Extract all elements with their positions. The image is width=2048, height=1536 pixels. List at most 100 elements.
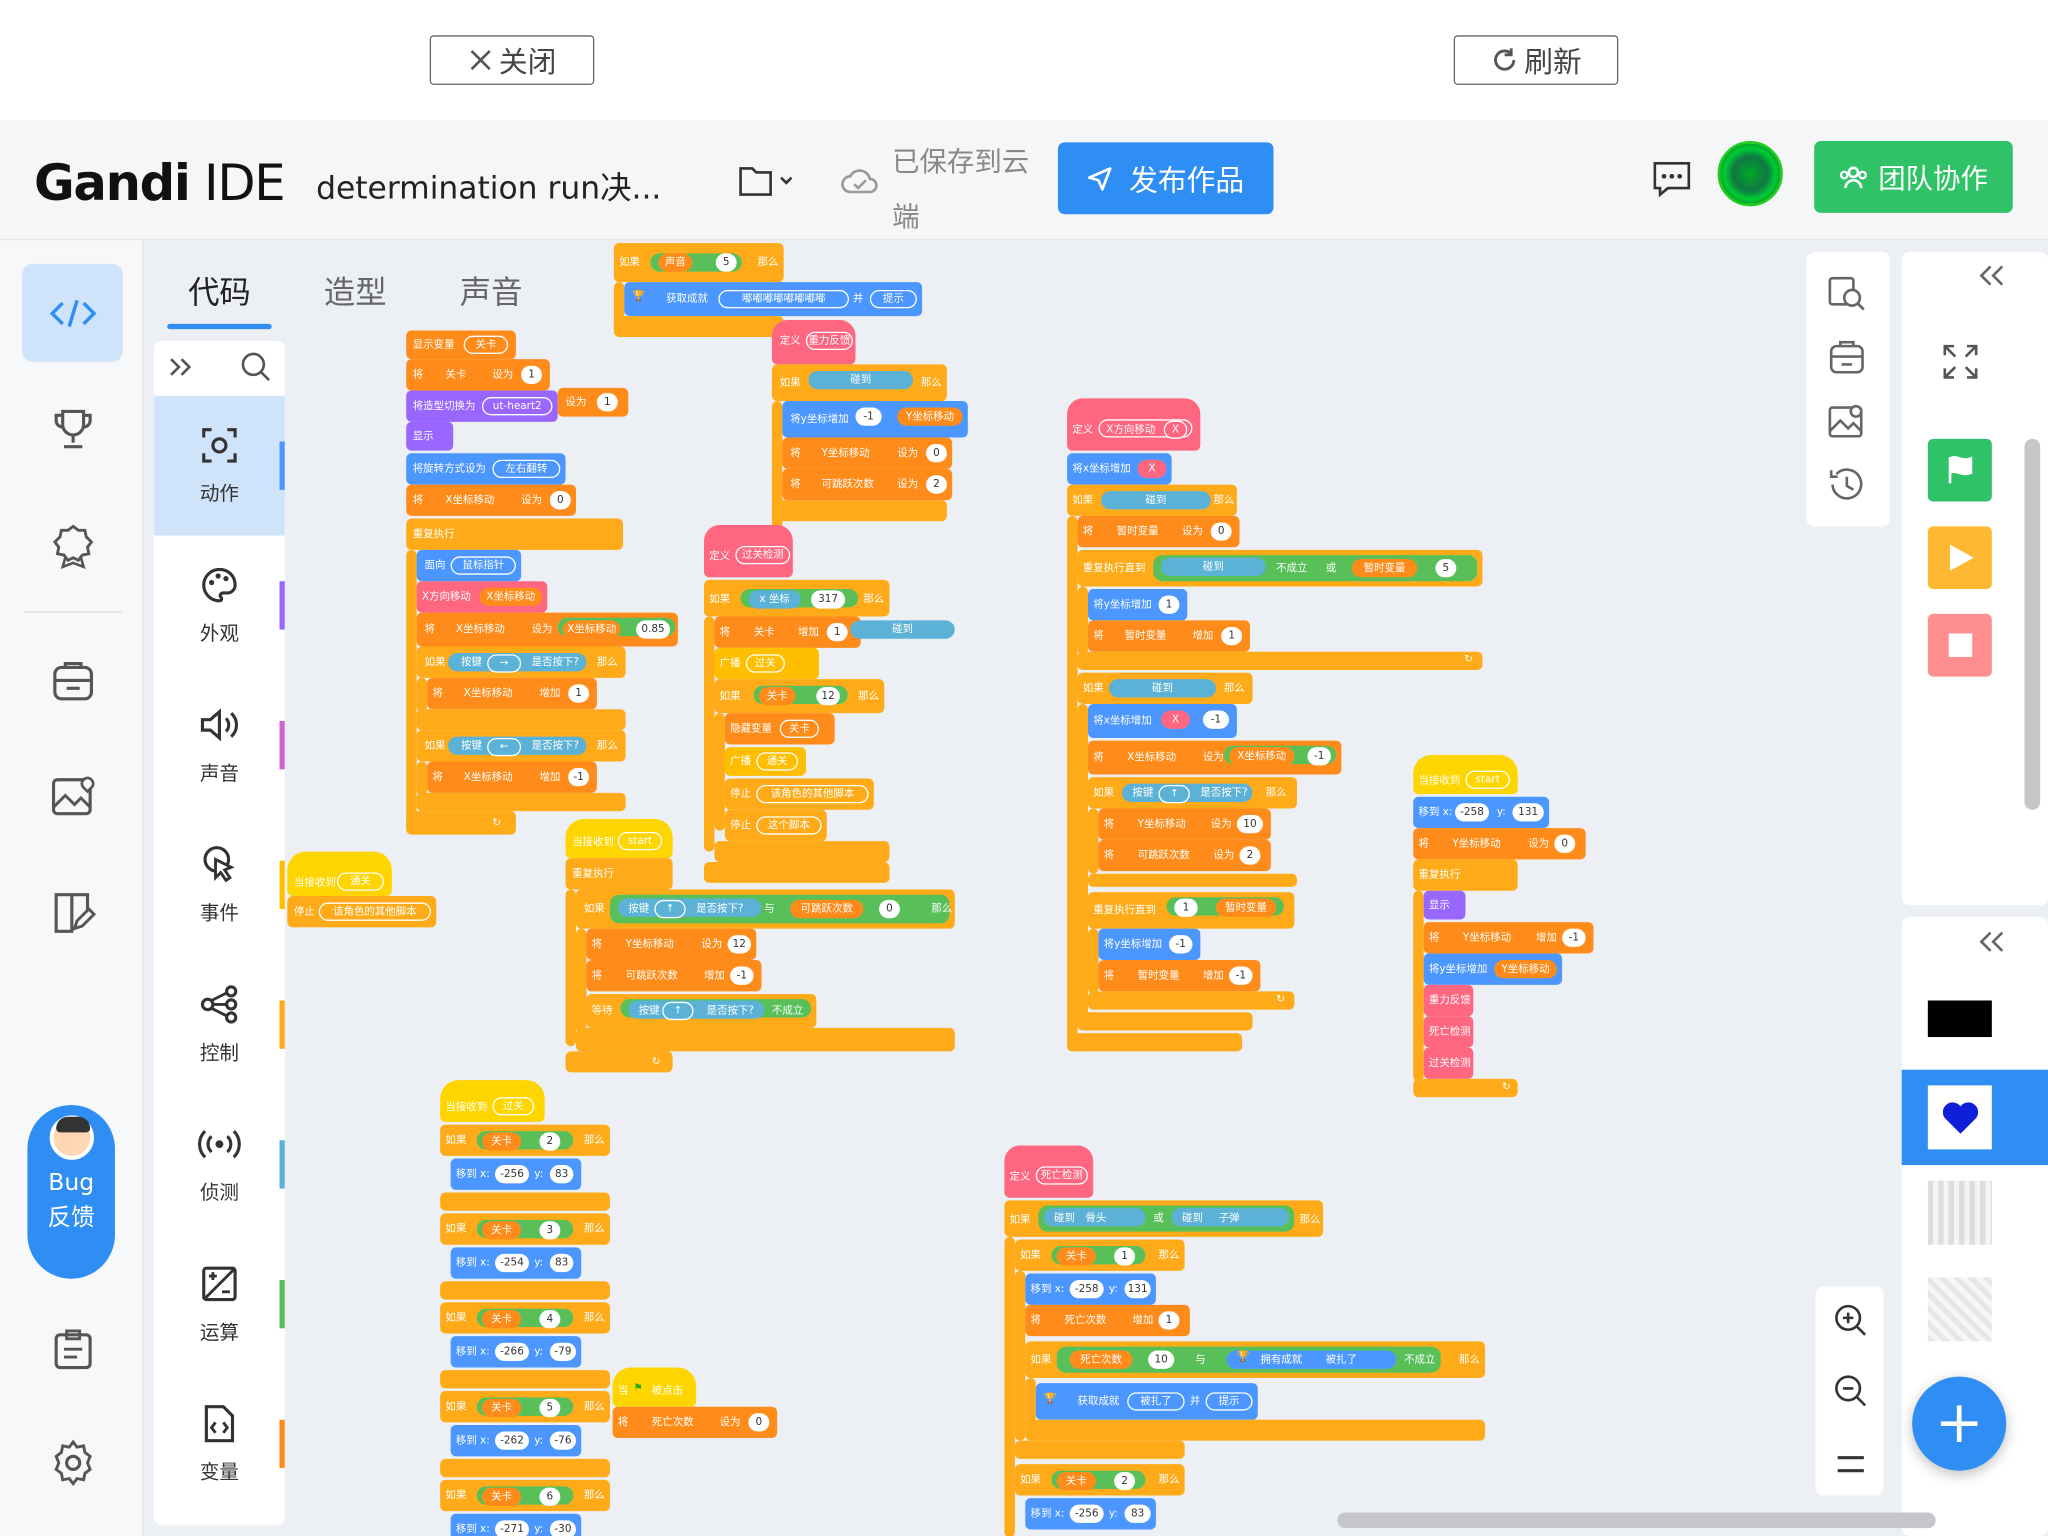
message-icon[interactable] — [1650, 159, 1694, 203]
category-motion[interactable]: 动作 — [154, 395, 285, 536]
collapse-sprites-icon[interactable] — [1975, 927, 2009, 961]
block-input: 5 — [539, 1398, 561, 1418]
add-sprite-button[interactable] — [1912, 1376, 2007, 1471]
block-input: -76 — [549, 1431, 576, 1450]
block-label: ↻ — [651, 1055, 661, 1068]
block-input: 鼠标指针 — [450, 556, 516, 575]
block-label: 移到 x: — [455, 1256, 490, 1269]
block-input: 关卡 — [463, 335, 509, 354]
media-nav-button[interactable] — [22, 746, 123, 844]
expand-icon[interactable] — [167, 354, 196, 380]
block-label: 如果 — [424, 655, 446, 668]
block-segment — [1014, 1270, 1026, 1441]
history-icon[interactable] — [1826, 465, 1868, 509]
block-label: 移到 x: — [455, 1522, 490, 1535]
block-segment — [782, 437, 953, 469]
avatar[interactable] — [1717, 141, 1783, 207]
category-sound[interactable]: 声音 — [154, 675, 285, 815]
block-label: 获取成就 — [1077, 1394, 1120, 1407]
block-label: 那么 — [1213, 493, 1235, 506]
block-input: start — [1465, 770, 1510, 789]
block-input: -258 — [1069, 1279, 1104, 1299]
run-button[interactable] — [1927, 526, 1992, 590]
block-input: X — [1137, 459, 1167, 479]
category-looks[interactable]: 外观 — [154, 536, 285, 676]
block-label: y: — [1496, 805, 1506, 818]
publish-button[interactable]: 发布作品 — [1057, 142, 1274, 215]
block-input: -1 — [1202, 710, 1230, 729]
backpack-icon[interactable] — [1826, 338, 1868, 382]
refresh-button[interactable]: 刷新 — [1453, 35, 1619, 85]
collapse-stage-icon[interactable] — [1975, 261, 2009, 295]
notes-nav-button[interactable] — [22, 1300, 123, 1398]
block-segment — [1067, 515, 1078, 1052]
close-button[interactable]: 关闭 — [429, 35, 595, 85]
block-segment — [406, 484, 576, 516]
code-nav-button[interactable] — [22, 263, 123, 362]
tab-sounds[interactable]: 声音 — [459, 274, 523, 311]
block-segment — [1077, 651, 1483, 671]
badge-nav-button[interactable] — [22, 496, 123, 594]
zoom-out-icon[interactable] — [1832, 1373, 1869, 1415]
stop-button[interactable] — [1927, 613, 1992, 677]
block-input: ↑ — [662, 1001, 694, 1021]
sprite-thumb-heart[interactable] — [1901, 1069, 2048, 1166]
category-events[interactable]: 事件 — [154, 815, 285, 955]
block-label: ⚑ — [633, 1381, 643, 1394]
settings-nav-button[interactable] — [22, 1413, 123, 1511]
block-label: 将x坐标增加 — [1093, 714, 1152, 727]
category-sensing[interactable]: 侦测 — [154, 1095, 285, 1235]
block-input: 关卡 — [481, 1398, 522, 1418]
extension-nav-button[interactable] — [22, 863, 123, 961]
category-variables[interactable]: 变量 — [154, 1374, 285, 1514]
sprite-thumb-black[interactable] — [1927, 987, 1992, 1051]
sprite-thumb-empty[interactable] — [1927, 1277, 1992, 1342]
block-input: 6 — [539, 1487, 561, 1506]
block-label: 将 — [1093, 629, 1104, 642]
search-icon[interactable] — [240, 351, 271, 382]
backpack-nav-button[interactable] — [22, 631, 123, 729]
bug-report-button[interactable]: Bug 反馈 — [27, 1104, 115, 1279]
block-segment — [1067, 1033, 1243, 1052]
zoom-reset-icon[interactable] — [1835, 1452, 1866, 1481]
block-label: 是否按下? — [531, 655, 579, 668]
team-button[interactable]: 团队协作 — [1814, 141, 2013, 213]
fullscreen-icon[interactable] — [1941, 342, 1980, 386]
green-flag-button[interactable] — [1927, 438, 1992, 502]
block-label: 将造型切换为 — [412, 399, 476, 412]
tab-costumes[interactable]: 造型 — [323, 274, 387, 311]
search-blocks-icon[interactable] — [1826, 274, 1868, 318]
category-operators[interactable]: 运算 — [154, 1234, 285, 1374]
folder-menu-icon[interactable] — [738, 162, 795, 204]
block-label: X坐标移动 — [463, 687, 513, 699]
block-input: X坐标移动 — [1229, 747, 1295, 766]
project-name[interactable]: determination run决... — [316, 169, 662, 207]
block-label: 隐藏变量 — [730, 722, 772, 735]
block-label: 那么 — [931, 902, 953, 915]
block-label: 设为 — [521, 493, 543, 506]
tab-code[interactable]: 代码 — [188, 274, 251, 311]
category-label: 控制 — [199, 1040, 240, 1065]
block-input: 暂时变量 — [1215, 898, 1277, 917]
sprite-thumb-bars[interactable] — [1927, 1180, 1992, 1245]
vertical-scrollbar[interactable] — [2024, 438, 2041, 810]
image-icon[interactable] — [1826, 401, 1868, 445]
block-label: X坐标移动 — [1127, 751, 1177, 763]
block-label: 如果 — [445, 1400, 467, 1412]
ide-header — [0, 120, 2048, 241]
category-control[interactable]: 控制 — [154, 955, 285, 1095]
category-column — [154, 340, 285, 1526]
block-input: 0 — [879, 899, 900, 919]
block-label: 当 — [617, 1384, 629, 1397]
flag-icon — [1948, 456, 1972, 484]
trophy-nav-button[interactable] — [22, 380, 123, 478]
block-label: y: — [534, 1522, 544, 1535]
block-input: 2 — [926, 475, 947, 494]
block-label: 重复执行直到 — [1093, 903, 1156, 916]
zoom-in-icon[interactable] — [1832, 1302, 1869, 1344]
block-label: y: — [534, 1434, 544, 1446]
category-label: 声音 — [199, 761, 240, 785]
category-label: 变量 — [199, 1460, 240, 1484]
block-label: 那么 — [583, 1488, 605, 1501]
horizontal-scrollbar[interactable] — [1337, 1512, 1936, 1529]
